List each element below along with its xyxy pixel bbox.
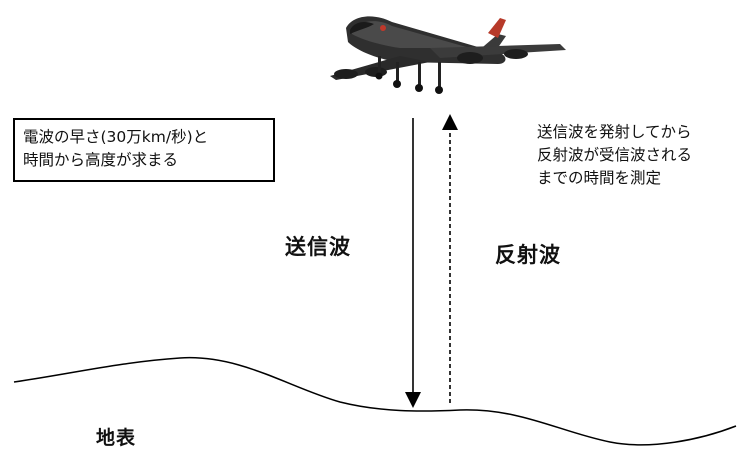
transmitted-wave-label: 送信波: [285, 235, 351, 259]
airplane-icon: [330, 16, 566, 94]
info-box: 電波の早さ(30万km/秒)と 時間から高度が求まる: [13, 118, 275, 182]
note-line: 反射波が受信波される: [537, 146, 693, 164]
note-line: 送信波を発射してから: [537, 123, 692, 141]
ground-surface-line: [13, 356, 737, 446]
info-line: 時間から高度が求まる: [23, 151, 179, 169]
note-line: までの時間を測定: [537, 169, 662, 187]
info-line: 電波の早さ(30万km/秒)と: [23, 128, 209, 146]
ground-label: 地表: [96, 427, 137, 449]
measurement-note: 送信波を発射してから 反射波が受信波される までの時間を測定: [537, 121, 692, 190]
reflected-wave-label: 反射波: [495, 243, 561, 267]
